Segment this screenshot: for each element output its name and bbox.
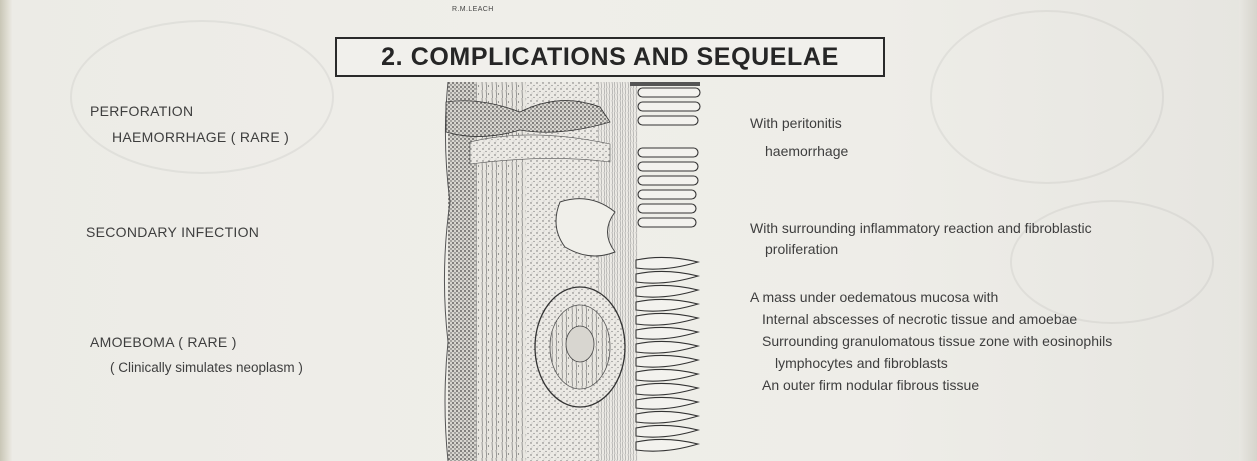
page-left-edge	[0, 0, 12, 461]
label-haemorrhage: HAEMORRHAGE ( RARE )	[112, 129, 289, 145]
label-amoeboma: AMOEBOMA ( RARE )	[90, 334, 237, 350]
desc-peritonitis: With peritonitis	[750, 114, 842, 132]
artist-credit: R.M.LEACH	[452, 6, 494, 13]
desc-mass-point3: An outer firm nodular fibrous tissue	[762, 376, 979, 394]
label-perforation: PERFORATION	[90, 103, 193, 119]
title-box: 2. COMPLICATIONS AND SEQUELAE	[335, 37, 885, 77]
desc-mass-point2-cont: lymphocytes and fibroblasts	[775, 354, 948, 372]
page-right-edge	[1239, 0, 1257, 461]
desc-infection-line2: proliferation	[765, 240, 838, 258]
bleed-through-shape	[930, 10, 1164, 184]
desc-mass-point1: Internal abscesses of necrotic tissue an…	[762, 310, 1077, 328]
label-amoeboma-note: ( Clinically simulates neoplasm )	[110, 360, 303, 375]
label-secondary-infection: SECONDARY INFECTION	[86, 224, 259, 240]
page-title: 2. COMPLICATIONS AND SEQUELAE	[381, 43, 839, 72]
colon-wall-section-illustration	[440, 82, 710, 461]
desc-mass-intro: A mass under oedematous mucosa with	[750, 288, 998, 306]
desc-haemorrhage: haemorrhage	[765, 142, 848, 160]
desc-infection-line1: With surrounding inflammatory reaction a…	[750, 219, 1092, 237]
bleed-through-shape	[70, 20, 334, 174]
desc-mass-point2: Surrounding granulomatous tissue zone wi…	[762, 332, 1112, 350]
